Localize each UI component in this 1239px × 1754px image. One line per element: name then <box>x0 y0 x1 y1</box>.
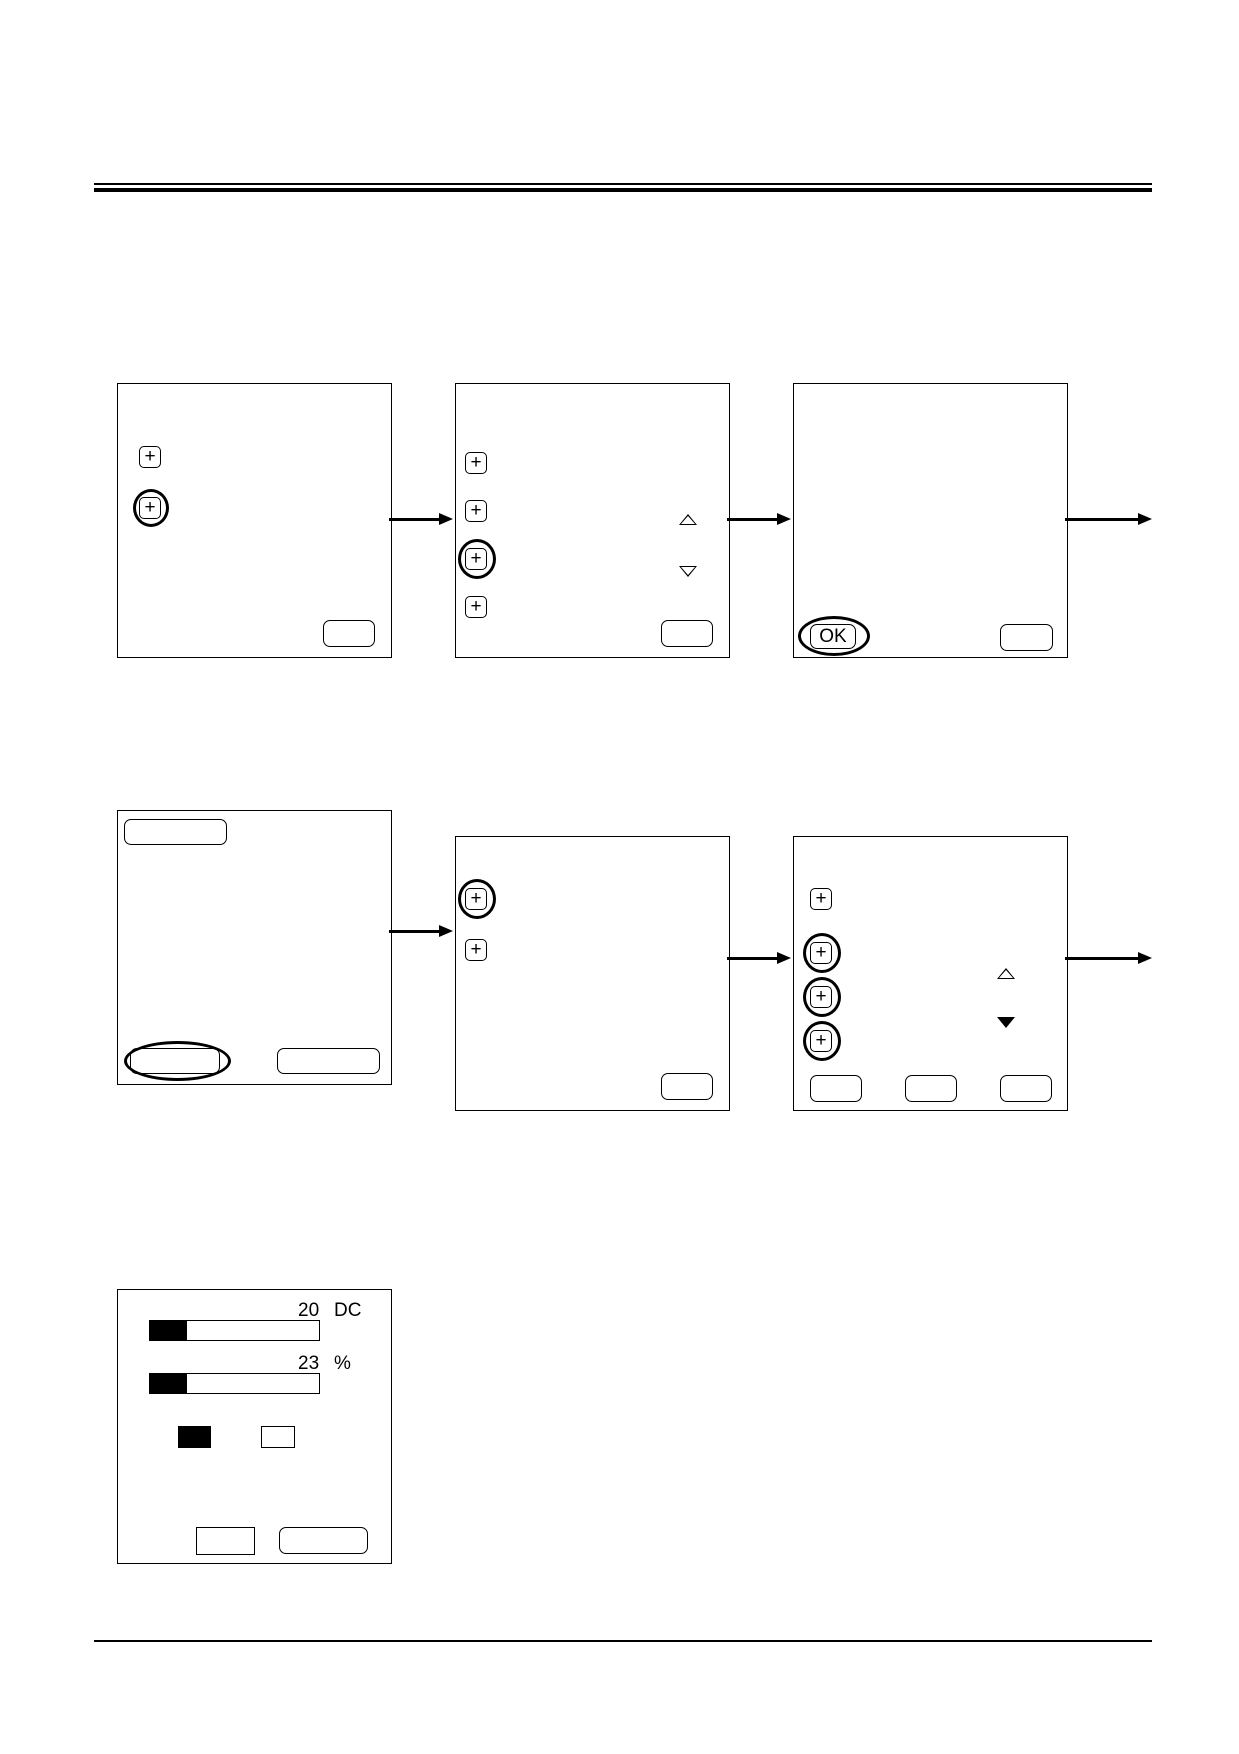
right-arrow-icon <box>1065 952 1152 964</box>
back-button[interactable] <box>1000 624 1053 651</box>
plus-icon[interactable]: + <box>139 446 161 468</box>
menu-button[interactable] <box>124 819 227 845</box>
selection-ring <box>458 879 496 919</box>
right-arrow-icon <box>389 513 453 525</box>
footer-rule <box>94 1640 1152 1642</box>
scroll-up-icon[interactable] <box>997 968 1015 979</box>
scroll-down-icon[interactable] <box>679 566 697 577</box>
plus-icon[interactable]: + <box>465 452 487 474</box>
selection-ring <box>124 1041 231 1081</box>
soft-button-left[interactable] <box>810 1075 862 1102</box>
screen-monitor: 20 DC 23 % <box>117 1289 392 1564</box>
row1-level-fill <box>150 1321 188 1340</box>
plus-icon[interactable]: + <box>810 888 832 910</box>
indicator-filled <box>178 1426 211 1448</box>
screen-confirm: OK <box>793 383 1068 658</box>
row2-level-bar <box>149 1373 320 1394</box>
screen-menu <box>117 810 392 1085</box>
selection-ring <box>133 489 169 527</box>
right-arrow-icon <box>727 952 791 964</box>
header-rule-thin <box>94 183 1152 185</box>
menu-right-button[interactable] <box>277 1048 380 1074</box>
row1-value: 20 <box>298 1300 320 1321</box>
scroll-up-icon[interactable] <box>679 514 697 525</box>
soft-button-middle[interactable] <box>905 1075 957 1102</box>
row2-level-fill <box>150 1374 188 1393</box>
row2-value: 23 <box>298 1353 320 1374</box>
plus-icon[interactable]: + <box>465 596 487 618</box>
back-button[interactable] <box>661 620 713 647</box>
screen-select-item: + + + + <box>455 383 730 658</box>
screen-select-option: + + <box>455 836 730 1111</box>
plus-icon[interactable]: + <box>465 500 487 522</box>
row1-unit: DC <box>334 1300 362 1321</box>
back-button[interactable] <box>323 620 375 647</box>
selection-ring <box>803 1021 841 1061</box>
right-arrow-icon <box>1065 513 1152 525</box>
scroll-down-icon[interactable] <box>997 1017 1015 1028</box>
right-arrow-icon <box>727 513 791 525</box>
screen-multi-select: + + + + <box>793 836 1068 1111</box>
plus-icon[interactable]: + <box>465 939 487 961</box>
row1-level-bar <box>149 1320 320 1341</box>
row2-unit: % <box>334 1353 351 1374</box>
exit-button[interactable] <box>279 1527 368 1554</box>
selection-ring <box>803 933 841 973</box>
indicator-empty <box>261 1426 295 1448</box>
screen-select-mode: + + <box>117 383 392 658</box>
selection-ring <box>458 539 496 579</box>
selection-ring <box>803 977 841 1017</box>
stop-button[interactable] <box>196 1527 255 1555</box>
back-button[interactable] <box>661 1073 713 1100</box>
header-rule-thick <box>94 188 1152 192</box>
selection-ring <box>798 616 870 656</box>
right-arrow-icon <box>389 925 453 937</box>
soft-button-right[interactable] <box>1000 1075 1052 1102</box>
